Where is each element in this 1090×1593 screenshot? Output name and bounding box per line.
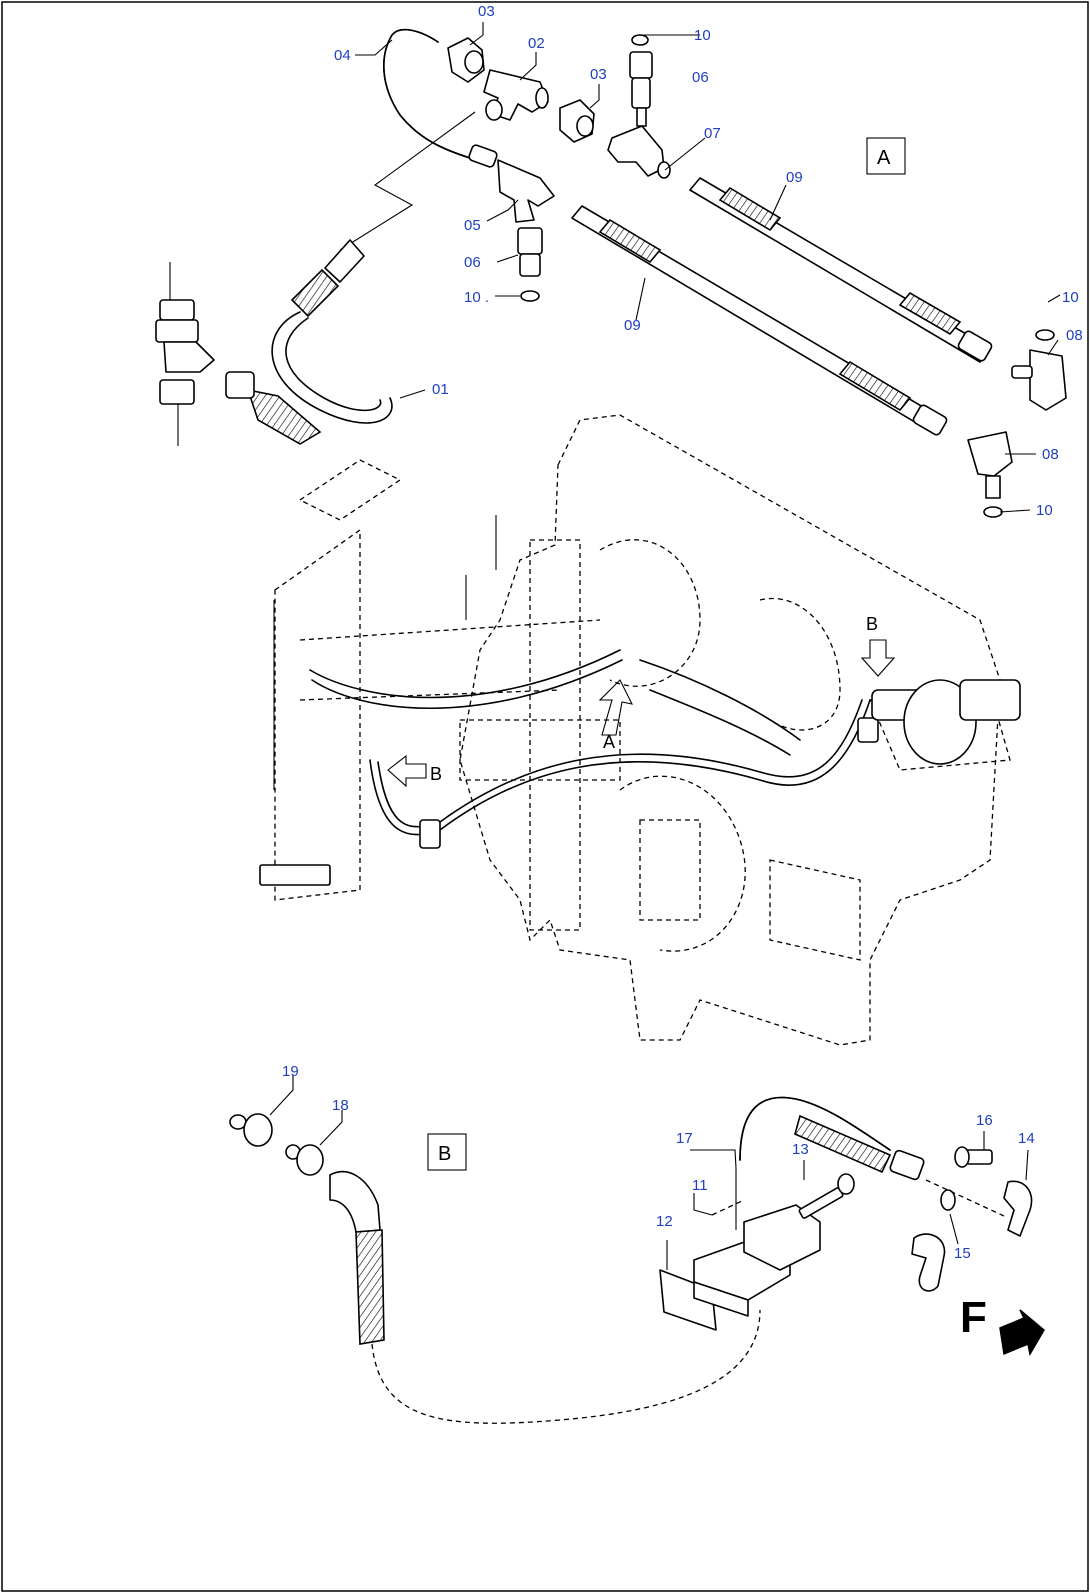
view-box-b: B [427, 1133, 467, 1171]
view-letter-b: B [438, 1143, 451, 1165]
callout-09-lower: 09 [624, 317, 641, 334]
direction-arrow-a: A [598, 679, 633, 752]
hose-09-lower [571, 205, 948, 436]
callout-06-right: 06 [692, 69, 709, 86]
hose-09-upper [689, 177, 993, 363]
callout-10-left: 10 . [464, 289, 489, 306]
callout-03-top: 03 [478, 3, 495, 20]
view-a-hose-assembly [339, 28, 1067, 518]
callout-15: 15 [954, 1245, 971, 1262]
clip-14 [1003, 1180, 1033, 1237]
hose-17 [735, 1096, 925, 1230]
callout-10-right-lower: 10 [1036, 502, 1053, 519]
adapter-18 [285, 1144, 324, 1176]
fitting-08-lower [967, 431, 1013, 518]
callout-10-top: 10 [694, 27, 711, 44]
arrow-letter-b-upper: B [866, 614, 878, 634]
hose-01-assembly [155, 239, 393, 446]
tee-02 [483, 69, 549, 121]
callout-numbers: 03 02 04 03 10 06 07 09 05 06 10 . 09 10… [282, 3, 1083, 1262]
bolt-16 [954, 1146, 993, 1168]
nut-03-mid [559, 99, 595, 143]
clamp-11 [693, 1199, 821, 1317]
callout-07: 07 [704, 125, 721, 142]
callout-05: 05 [464, 217, 481, 234]
callout-17: 17 [676, 1130, 693, 1147]
callout-04: 04 [334, 47, 351, 64]
engine-hoses [309, 649, 1021, 849]
arrow-letter-b-lower: B [430, 764, 442, 784]
plug-19 [229, 1113, 273, 1147]
callout-03-mid: 03 [590, 66, 607, 83]
tee-05 [468, 144, 555, 302]
callout-06-left: 06 [464, 254, 481, 271]
callout-12: 12 [656, 1213, 673, 1230]
fitting-08-upper [1011, 329, 1067, 411]
view-b-detail [229, 1096, 1033, 1424]
nut-03-top [447, 37, 485, 83]
view-box-a: A [866, 137, 906, 175]
engine-outline [259, 414, 1011, 1046]
callout-09-upper: 09 [786, 169, 803, 186]
washer-15 [940, 1189, 956, 1211]
callout-16: 16 [976, 1112, 993, 1129]
callout-11: 11 [692, 1177, 708, 1194]
forward-arrow-icon [999, 1309, 1045, 1357]
callout-19: 19 [282, 1063, 299, 1080]
callout-08-lower: 08 [1042, 446, 1059, 463]
clip-half [911, 1233, 946, 1292]
direction-arrow-b-lower: B [387, 754, 442, 788]
callout-01: 01 [432, 381, 449, 398]
sender-06-top [629, 34, 653, 127]
tee-07 [607, 125, 671, 179]
forward-letter: F [960, 1293, 987, 1342]
arrow-letter-a: A [603, 732, 615, 752]
view-letter-a: A [877, 147, 891, 169]
callout-08-upper: 08 [1066, 327, 1083, 344]
callout-18: 18 [332, 1097, 349, 1114]
callout-13: 13 [792, 1141, 809, 1158]
bolt-13 [798, 1173, 855, 1219]
forward-indicator: F [960, 1293, 1045, 1357]
callout-10-right-upper: 10 [1062, 289, 1079, 306]
callout-14: 14 [1018, 1130, 1035, 1147]
direction-arrow-b-upper: B [860, 614, 896, 677]
leader-lines [269, 22, 1061, 1270]
callout-02: 02 [528, 35, 545, 52]
